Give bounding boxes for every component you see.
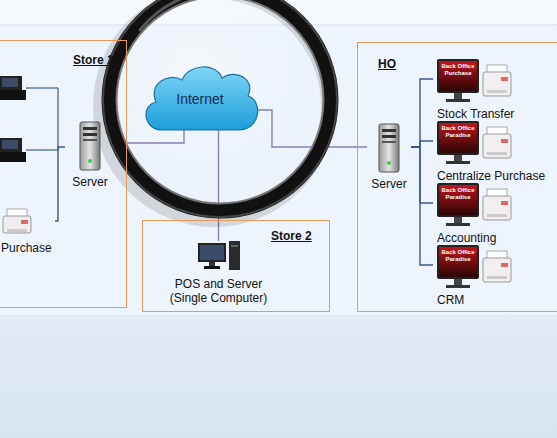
printer-icon [1,207,33,237]
server-node: Server [367,123,411,195]
network-link [258,110,367,147]
network-link [218,130,219,241]
cloud-label: Internet [176,91,223,107]
store-box: Store 1 ServerPurchase [0,40,127,308]
pos-icon [196,241,242,271]
node-label: Accounting [437,231,496,245]
server-node: Server [65,121,115,193]
pos-node: POS and Server (Single Computer) [151,241,286,309]
group-heading: Store 2 [271,229,312,243]
group-heading: Store 1 [73,53,114,67]
node-label: POS and Server (Single Computer) [163,277,275,305]
printer-node: Purchase [1,207,55,263]
network-link [411,141,433,147]
node-label: Centralize Purchase [437,169,545,183]
workstation-node: Back Office PurchaseStock Transfer [433,59,553,123]
screen-text: Back Office Purchase [440,63,476,77]
node-label: Stock Transfer [437,107,514,121]
screen-text: Back Office Paradise [440,249,476,263]
network-link [115,130,184,143]
workstation-node: Back Office ParadiseAccounting [433,183,553,247]
workstation-node: Back Office ParadiseCentralize Purchase [433,121,553,185]
node-label: CRM [437,293,464,307]
node-label: Server [72,175,107,189]
screen-text: Back Office Paradise [440,125,476,139]
pos-terminal [0,138,26,162]
server-icon [78,121,102,171]
lens-glass [116,0,324,204]
server-icon [377,123,401,173]
network-link [411,79,433,147]
screen-text: Back Office Paradise [440,187,476,201]
network-link [55,147,65,221]
internet-cloud: Internet [140,60,260,132]
group-heading: HO [378,57,396,71]
node-label: Server [371,177,406,191]
workstation-node: Back Office ParadiseCRM [433,245,553,309]
network-link [411,147,433,203]
store-box: Store 2 POS and Server (Single Computer) [142,220,330,312]
ho-box: HO Server Back Office PurchaseStock Transf… [357,42,557,312]
node-label: Purchase [1,241,52,255]
pos-terminal [0,76,26,100]
network-link [411,147,433,265]
store-wire [26,88,58,150]
